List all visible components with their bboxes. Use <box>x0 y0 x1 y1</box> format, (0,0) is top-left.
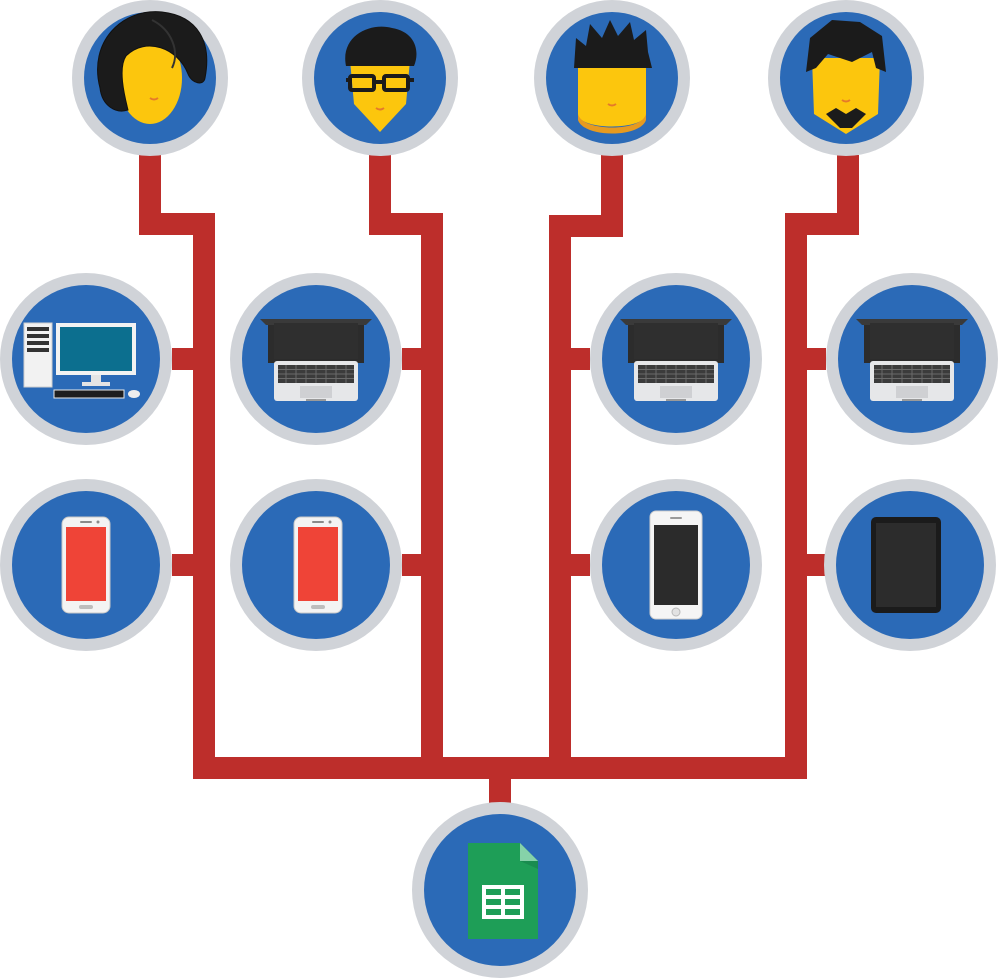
android-phone-icon <box>61 516 111 614</box>
device-node-phone-1 <box>0 479 172 651</box>
device-node-laptop-2 <box>230 273 402 445</box>
laptop-icon <box>259 318 373 402</box>
device-node-laptop-4 <box>826 273 998 445</box>
tablet-icon <box>871 517 941 613</box>
device-node-iphone-3 <box>590 479 762 651</box>
user-node-4 <box>768 0 924 156</box>
connector-user-1 <box>139 155 215 768</box>
sheets-node <box>412 802 588 978</box>
user-node-2 <box>302 0 458 156</box>
google-sheets-icon <box>468 843 538 939</box>
user-node-3 <box>534 0 690 156</box>
iphone-icon <box>649 510 703 620</box>
device-node-phone-2 <box>230 479 402 651</box>
laptop-icon <box>619 318 733 402</box>
device-node-desktop <box>0 273 172 445</box>
device-node-tablet-4 <box>824 479 996 651</box>
device-node-laptop-3 <box>590 273 762 445</box>
user-node-1 <box>72 0 228 156</box>
laptop-icon <box>855 318 969 402</box>
connector-user-2 <box>369 155 443 768</box>
android-phone-icon <box>293 516 343 614</box>
connector-user-4 <box>785 155 859 768</box>
connector-user-3 <box>549 155 623 768</box>
connector-lines <box>139 155 859 814</box>
